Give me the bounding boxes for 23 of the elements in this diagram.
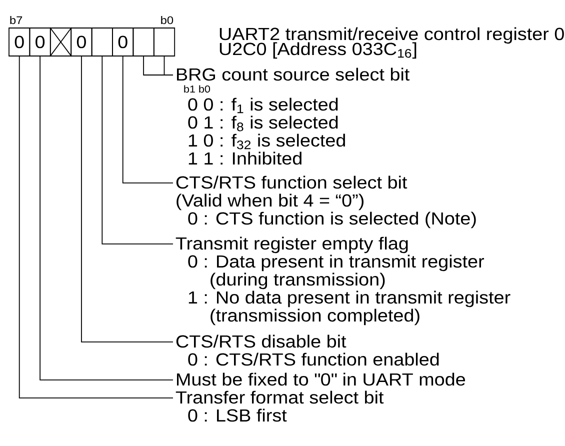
bit-cell: 0 [8, 28, 30, 56]
bit-description: Transfer format select bit 0 : LSB first [176, 390, 384, 422]
bit-label: b7 [10, 16, 22, 24]
leader-line [40, 56, 174, 380]
bit-description: CTS/RTS function select bit (Valid when bit 4 = “0”) 0 : CTS function is selected (Note) [176, 176, 476, 228]
leader-line [81, 56, 174, 342]
bit-cell [153, 28, 176, 56]
bit-description: Transmit register empty flag 0 : Data present in transmit register (during transmission) 1 : No data present in transmit register (transmission completed) [176, 236, 510, 326]
bit-description: CTS/RTS disable bit 0 : CTS/RTS function enabled [176, 334, 439, 366]
register-address: U2C0 [Address 033C$_{16}$] [220, 42, 416, 59]
bit-cell: 0 [70, 28, 92, 56]
leader-line [122, 56, 174, 184]
bit-cell [132, 28, 154, 56]
bit-cell [91, 28, 113, 56]
bit-label: b0 [161, 16, 174, 24]
leader-line [164, 56, 174, 76]
bit-cell: 0 [112, 28, 134, 56]
leader-line [102, 56, 174, 244]
bit-description: Must be fixed to "0" in UART mode [177, 372, 466, 386]
crossed-bit-cell [50, 27, 72, 57]
bit-description: BRG count source select bit b1 b0 0 0 : f$_{1}$ is selected 0 1 : f$_{8}$ is selected 1 0 : f$_{32}$ is selected 1 1 : Inhibited [177, 68, 410, 165]
bit-cell: 0 [29, 28, 51, 56]
leader-line [18, 56, 174, 398]
